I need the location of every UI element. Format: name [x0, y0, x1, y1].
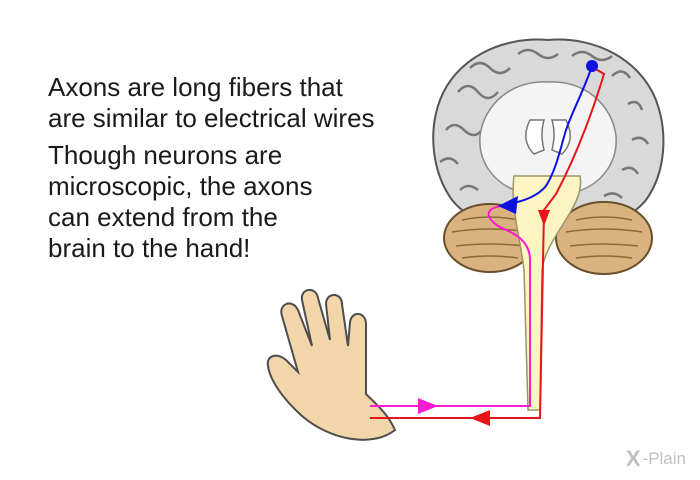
cerebellum-left [443, 203, 537, 273]
magenta-axon [370, 205, 531, 407]
xplain-logo: X -Plain [626, 446, 686, 472]
text-line: brain to the hand! [48, 233, 251, 263]
blue-arrow-head [498, 196, 518, 214]
text-line: are similar to electrical wires [48, 103, 375, 133]
text-line: microscopic, the axons [48, 171, 313, 201]
hand [266, 289, 397, 441]
gyri-pattern [439, 48, 650, 199]
axon-paths [370, 60, 606, 426]
xplain-logo-text: -Plain [642, 449, 686, 468]
red-axon [370, 67, 606, 419]
xplain-logo-icon: X [625, 446, 641, 471]
ventricles [525, 119, 571, 155]
hand-illustration [266, 289, 397, 441]
text-line: Though neurons are [48, 140, 283, 170]
paragraph-axons: Axons are long fibers that are similar t… [48, 72, 418, 134]
brain-illustration [432, 38, 665, 411]
red-arrow-head [538, 210, 550, 226]
neuron-cell-body [586, 60, 598, 72]
blue-axon [507, 65, 593, 205]
text-line: can extend from the [48, 202, 278, 232]
cerebellum-right [555, 201, 653, 275]
red-arrow-head [470, 410, 490, 426]
magenta-arrow-head [418, 398, 438, 414]
paragraph-neurons: Though neurons are microscopic, the axon… [48, 140, 418, 264]
text-line: Axons are long fibers that [48, 72, 343, 102]
explanation-text: Axons are long fibers that are similar t… [48, 72, 418, 270]
